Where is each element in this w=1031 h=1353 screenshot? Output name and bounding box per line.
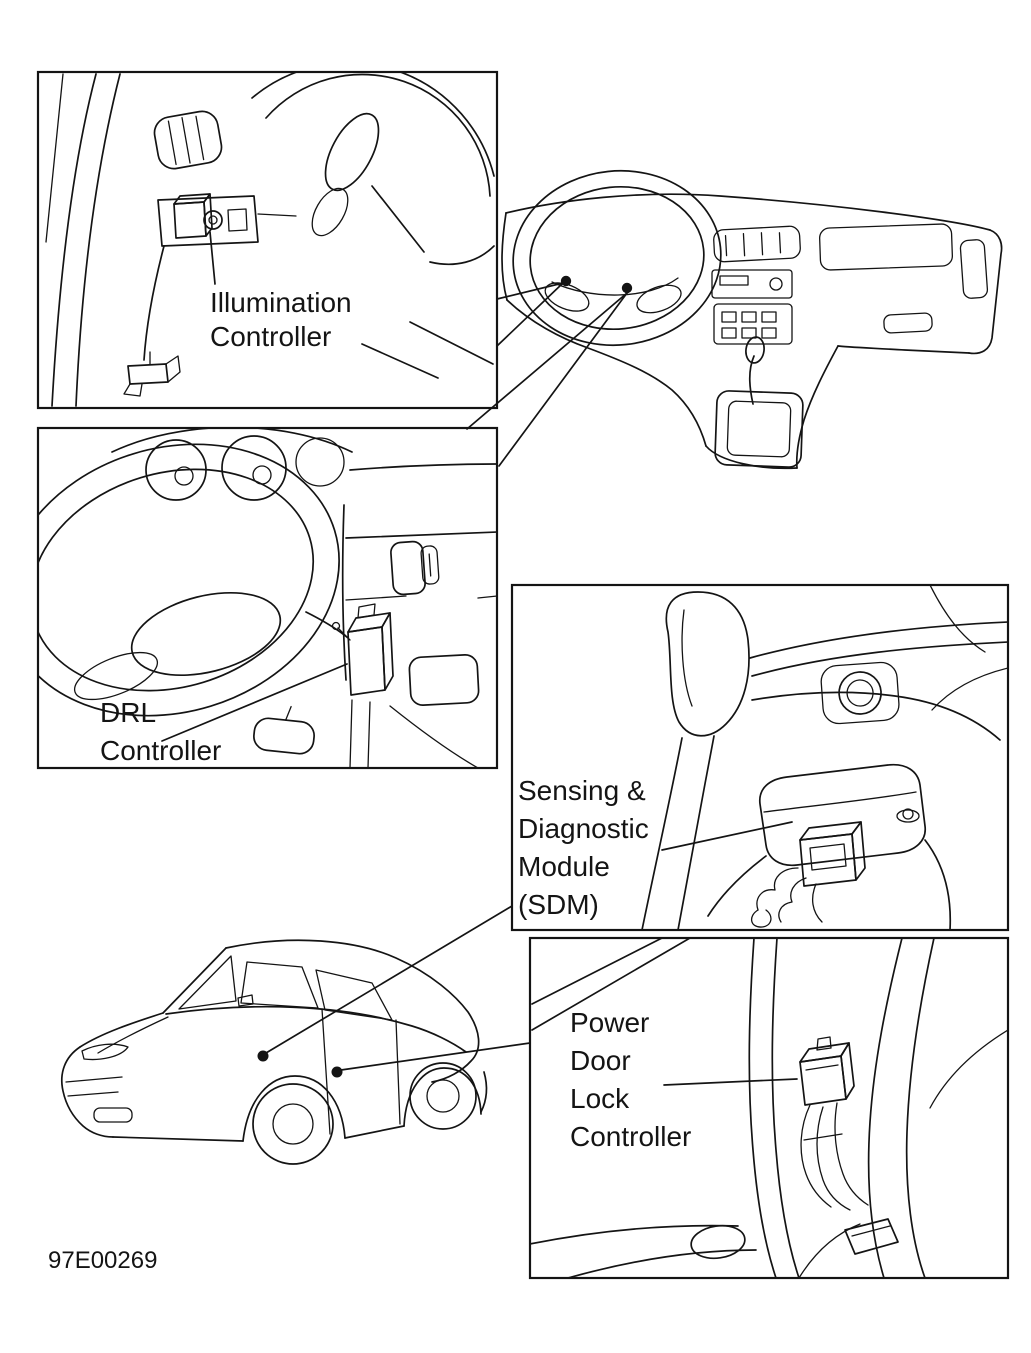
sdm-label-leader: [661, 821, 793, 851]
shift-lever: [641, 591, 750, 929]
callout-leader-lines: [265, 282, 628, 1071]
ignition-switch: [420, 545, 440, 585]
power-door-lock-inset-drawing: Power Door Lock Controller: [531, 939, 1007, 1277]
drl-label-line1: DRL: [100, 697, 156, 728]
fog-light: [93, 1107, 133, 1123]
dash-contours: [749, 586, 1007, 741]
sdm-location-dot: [257, 1050, 269, 1062]
sdm-label-line1: Sensing &: [518, 775, 646, 806]
right-dash-panel: [341, 463, 496, 706]
steering-wheel-overview: [512, 169, 722, 347]
door-edge-lines: [531, 939, 690, 1031]
dash-contour-lines: [361, 321, 494, 379]
a-pillar-lines: [45, 73, 121, 407]
illumination-inset-drawing: Illumination Controller: [45, 73, 495, 407]
illumination-label-leader: [209, 231, 216, 285]
side-vent: [959, 239, 989, 299]
headlight: [81, 1043, 129, 1061]
power-door-lock-inset-frame: [528, 936, 1010, 1280]
hvac-panel: [713, 303, 793, 345]
drl-label-leader: [161, 663, 348, 742]
door-pillar: [748, 939, 800, 1277]
console-lines: [349, 699, 478, 767]
wire-harness: [756, 867, 799, 911]
shifter-console-overview: [714, 336, 804, 468]
drl-label-line2: Controller: [100, 735, 221, 766]
power-door-lock-relay: [799, 1036, 855, 1106]
power-door-lock-label-line3: Lock: [570, 1083, 630, 1114]
side-mirror: [237, 994, 254, 1007]
door-window: [240, 961, 319, 1009]
power-door-lock-label-line1: Power: [570, 1007, 649, 1038]
illumination-location-dot: [560, 275, 572, 287]
drl-inset-frame: [36, 426, 499, 770]
passenger-panel: [819, 223, 953, 271]
vehicle-side-view: [61, 939, 488, 1165]
sdm-label-line3: Module: [518, 851, 610, 882]
sdm-label-line2: Diagnostic: [518, 813, 649, 844]
quarter-panel-curves: [867, 939, 1007, 1277]
drl-controller-module: [331, 603, 394, 696]
radio-unit: [711, 269, 793, 299]
drl-inset-drawing: DRL Controller: [39, 429, 496, 767]
dashboard-body: [501, 193, 1003, 470]
illumination-label-line2: Controller: [210, 321, 331, 352]
door-lock-location-dot: [331, 1066, 343, 1078]
dashboard-overview-drawing: [501, 169, 1003, 470]
center-vent: [713, 225, 801, 263]
sdm-label-line4: (SDM): [518, 889, 599, 920]
lighter-bezel: [820, 661, 900, 725]
column-stalk: [305, 611, 349, 639]
front-wheel: [252, 1083, 334, 1165]
illumination-switch: [157, 193, 297, 247]
sdm-inset-drawing: Sensing & Diagnostic Module (SDM): [518, 586, 1007, 929]
figure-code: 97E00269: [48, 1247, 157, 1274]
grille-lines: [65, 1076, 123, 1097]
power-door-lock-label-leader: [663, 1078, 798, 1086]
rear-wheel: [409, 1062, 477, 1130]
illumination-inset-frame: [36, 70, 499, 410]
illumination-label-line1: Illumination: [210, 287, 352, 318]
sill-detail: [531, 1218, 899, 1277]
instrument-cluster: [111, 429, 353, 501]
dash-vent: [153, 110, 223, 170]
rearview-mirror: [253, 705, 315, 755]
power-door-lock-label-line4: Controller: [570, 1121, 691, 1152]
drl-location-dot: [621, 282, 633, 294]
relay-wiring: [800, 1102, 869, 1211]
power-door-lock-label-line2: Door: [570, 1045, 631, 1076]
glovebox-handle: [883, 312, 933, 334]
steering-wheel-large: [39, 443, 340, 717]
windshield: [178, 955, 237, 1010]
steering-wheel-partial: [251, 73, 495, 266]
lower-bracket-detail: [123, 245, 181, 397]
sdm-inset-frame: [510, 583, 1010, 932]
sdm-module: [707, 763, 952, 929]
quarter-window: [315, 969, 393, 1021]
